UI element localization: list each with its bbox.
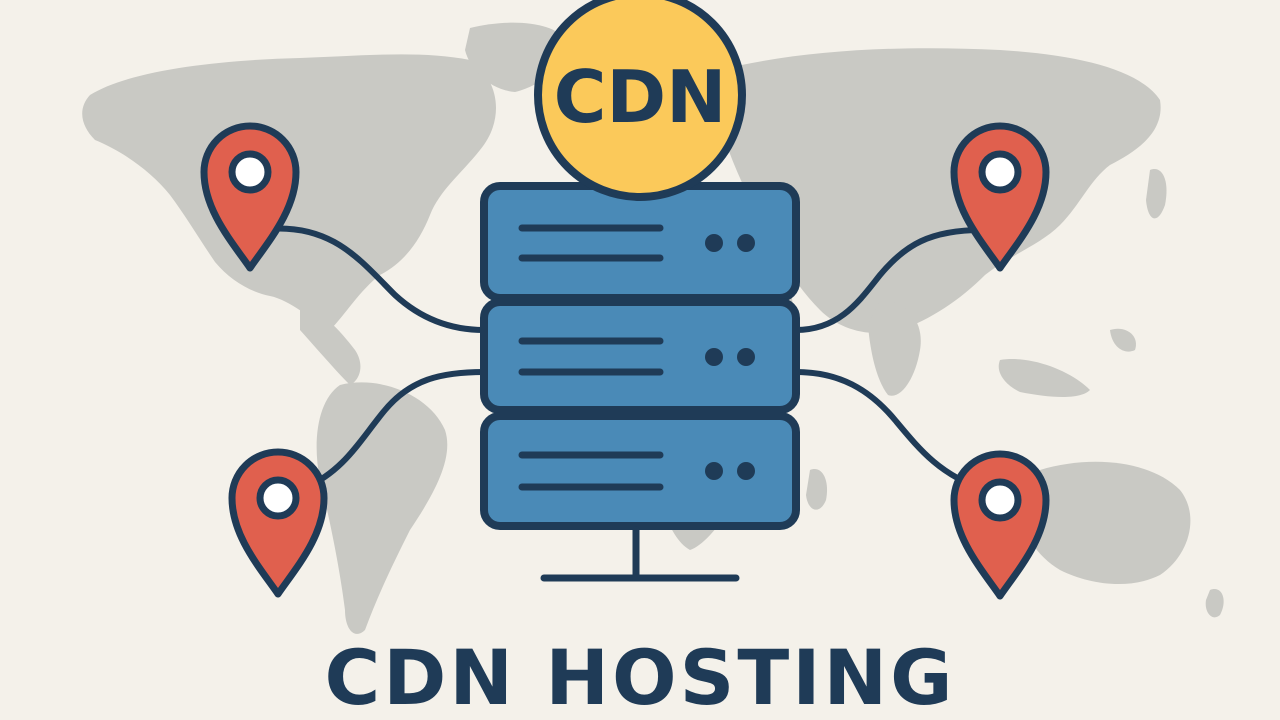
pin-bottom-left bbox=[228, 448, 328, 598]
connection-line-top-left bbox=[255, 225, 487, 333]
world-map bbox=[82, 22, 1224, 634]
status-light bbox=[737, 234, 755, 252]
status-light bbox=[705, 462, 723, 480]
server-unit-middle bbox=[480, 298, 800, 414]
cdn-badge-label: CDN bbox=[554, 55, 727, 139]
page-title: CDN HOSTING bbox=[324, 633, 956, 720]
server-stack-icon bbox=[480, 182, 800, 530]
status-light bbox=[737, 462, 755, 480]
connection-line-bottom-left bbox=[302, 369, 487, 491]
connection-line-top-right bbox=[793, 227, 985, 333]
status-light bbox=[705, 348, 723, 366]
connection-lines bbox=[255, 225, 988, 493]
location-pin-icon bbox=[200, 122, 1050, 600]
cdn-badge-icon: CDN bbox=[534, 0, 746, 201]
pin-top-right bbox=[950, 122, 1050, 272]
server-unit-bottom bbox=[480, 412, 800, 530]
stand-icon bbox=[540, 526, 740, 582]
pin-bottom-right bbox=[950, 450, 1050, 600]
pin-top-left bbox=[200, 122, 300, 272]
connection-line-bottom-right bbox=[793, 369, 988, 493]
status-light bbox=[705, 234, 723, 252]
status-light bbox=[737, 348, 755, 366]
